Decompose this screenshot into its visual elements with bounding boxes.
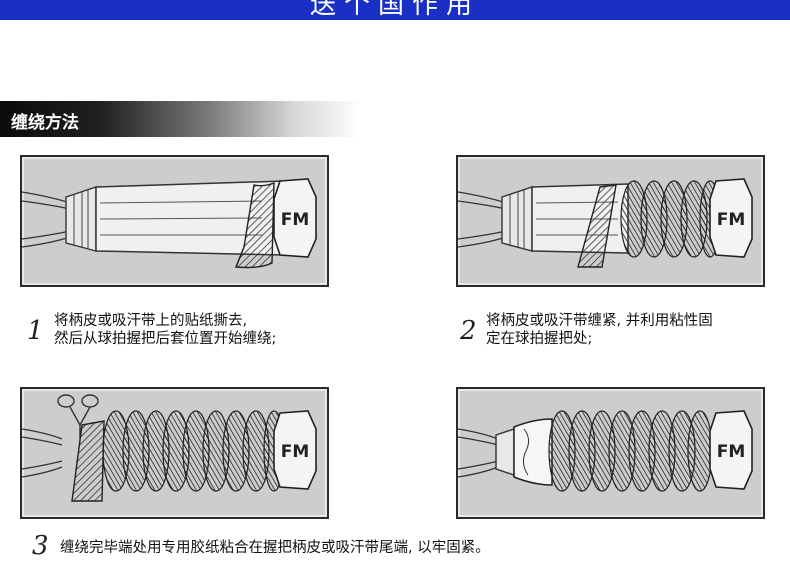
step-2-line-1: 将柄皮或吸汗带缠紧, 并利用粘性固 [486, 313, 713, 329]
racket-handle-illustration: FM [22, 394, 317, 502]
step-3-number: 3 [32, 531, 49, 561]
fm-logo-icon: FM [717, 442, 746, 462]
illustration-step-3: FM [20, 387, 329, 519]
fm-logo-icon: FM [717, 210, 746, 230]
step-1-line-2: 然后从球拍握把后套位置开始缠绕; [54, 331, 277, 347]
step-1-number: 1 [27, 316, 44, 346]
step-2-line-2: 定在球拍握把处; [486, 331, 593, 347]
fm-logo-icon: FM [281, 442, 310, 462]
racket-handle-illustration: FM [458, 410, 753, 492]
step-3-line-1: 缠绕完毕端处用专用胶纸粘合在握把柄皮或吸汗带尾端, 以牢固紧。 [60, 540, 490, 556]
step-3-text: 缠绕完毕端处用专用胶纸粘合在握把柄皮或吸汗带尾端, 以牢固紧。 [60, 539, 490, 557]
step-1-text: 将柄皮或吸汗带上的贴纸撕去, 然后从球拍握把后套位置开始缠绕; [54, 312, 276, 348]
section-title: 缠绕方法 [11, 113, 79, 133]
step-2-text: 将柄皮或吸汗带缠紧, 并利用粘性固 定在球拍握把处; [486, 312, 713, 348]
fm-logo-icon: FM [281, 210, 310, 230]
step-1-line-1: 将柄皮或吸汗带上的贴纸撕去, [54, 313, 248, 329]
illustration-step-4: FM [456, 387, 765, 519]
step-2-number: 2 [460, 316, 477, 346]
banner-title: 送个国作用 [309, 0, 480, 20]
illustration-step-1: FM [20, 155, 329, 287]
illustration-step-2: FM [456, 155, 765, 287]
top-banner: 送个国作用 [0, 0, 790, 20]
section-header: 缠绕方法 [0, 101, 360, 137]
racket-handle-illustration: FM [22, 178, 317, 269]
racket-handle-illustration: FM [458, 178, 753, 268]
